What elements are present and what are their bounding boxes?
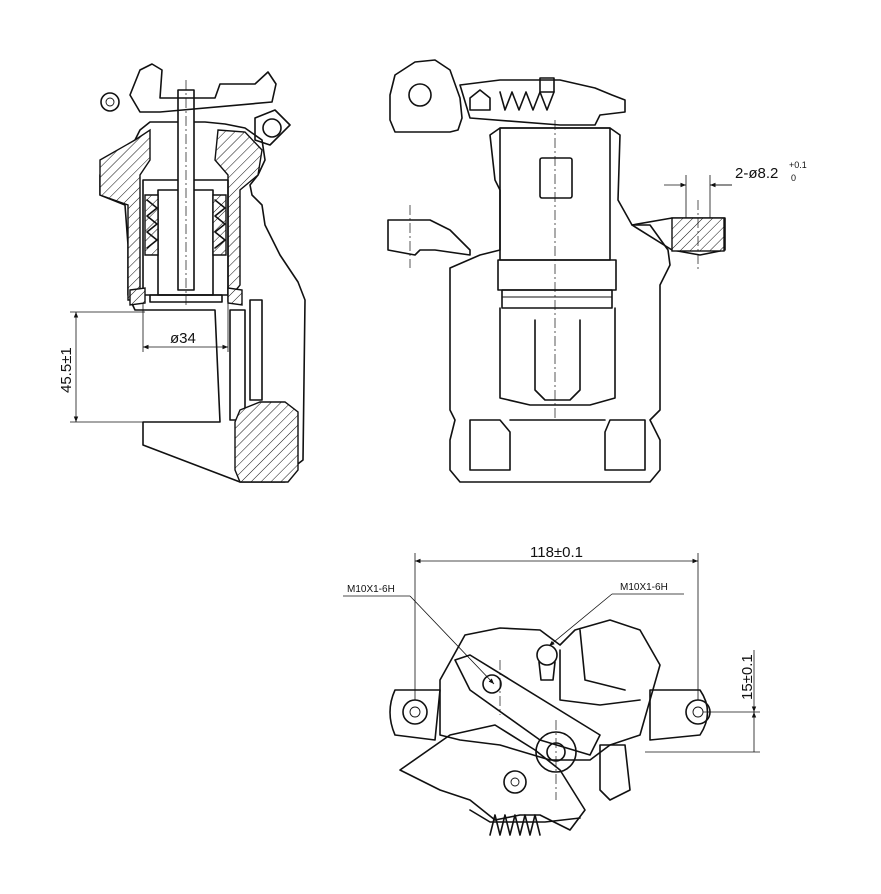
bottom-plan-view: 118±0.1 15±0.1 M10X1-6H M10X1-6H [343, 544, 760, 836]
front-view: 2-ø8.2 +0.1 0 [387, 59, 807, 483]
height-dimension-label: 45.5±1 [58, 347, 75, 393]
bore-diameter-label: ø34 [170, 330, 196, 347]
thread-label-left: M10X1-6H [347, 584, 395, 595]
hole-tolerance-lower: 0 [791, 173, 796, 183]
thread-label-right: M10X1-6H [620, 582, 668, 593]
side-section-view: ø34 45.5±1 [58, 63, 306, 483]
hole-dimension-label: 2-ø8.2 [735, 165, 778, 182]
width-dimension-label: 118±0.1 [530, 544, 583, 561]
offset-dimension-label: 15±0.1 [739, 654, 756, 700]
hole-tolerance-upper: +0.1 [789, 160, 807, 170]
